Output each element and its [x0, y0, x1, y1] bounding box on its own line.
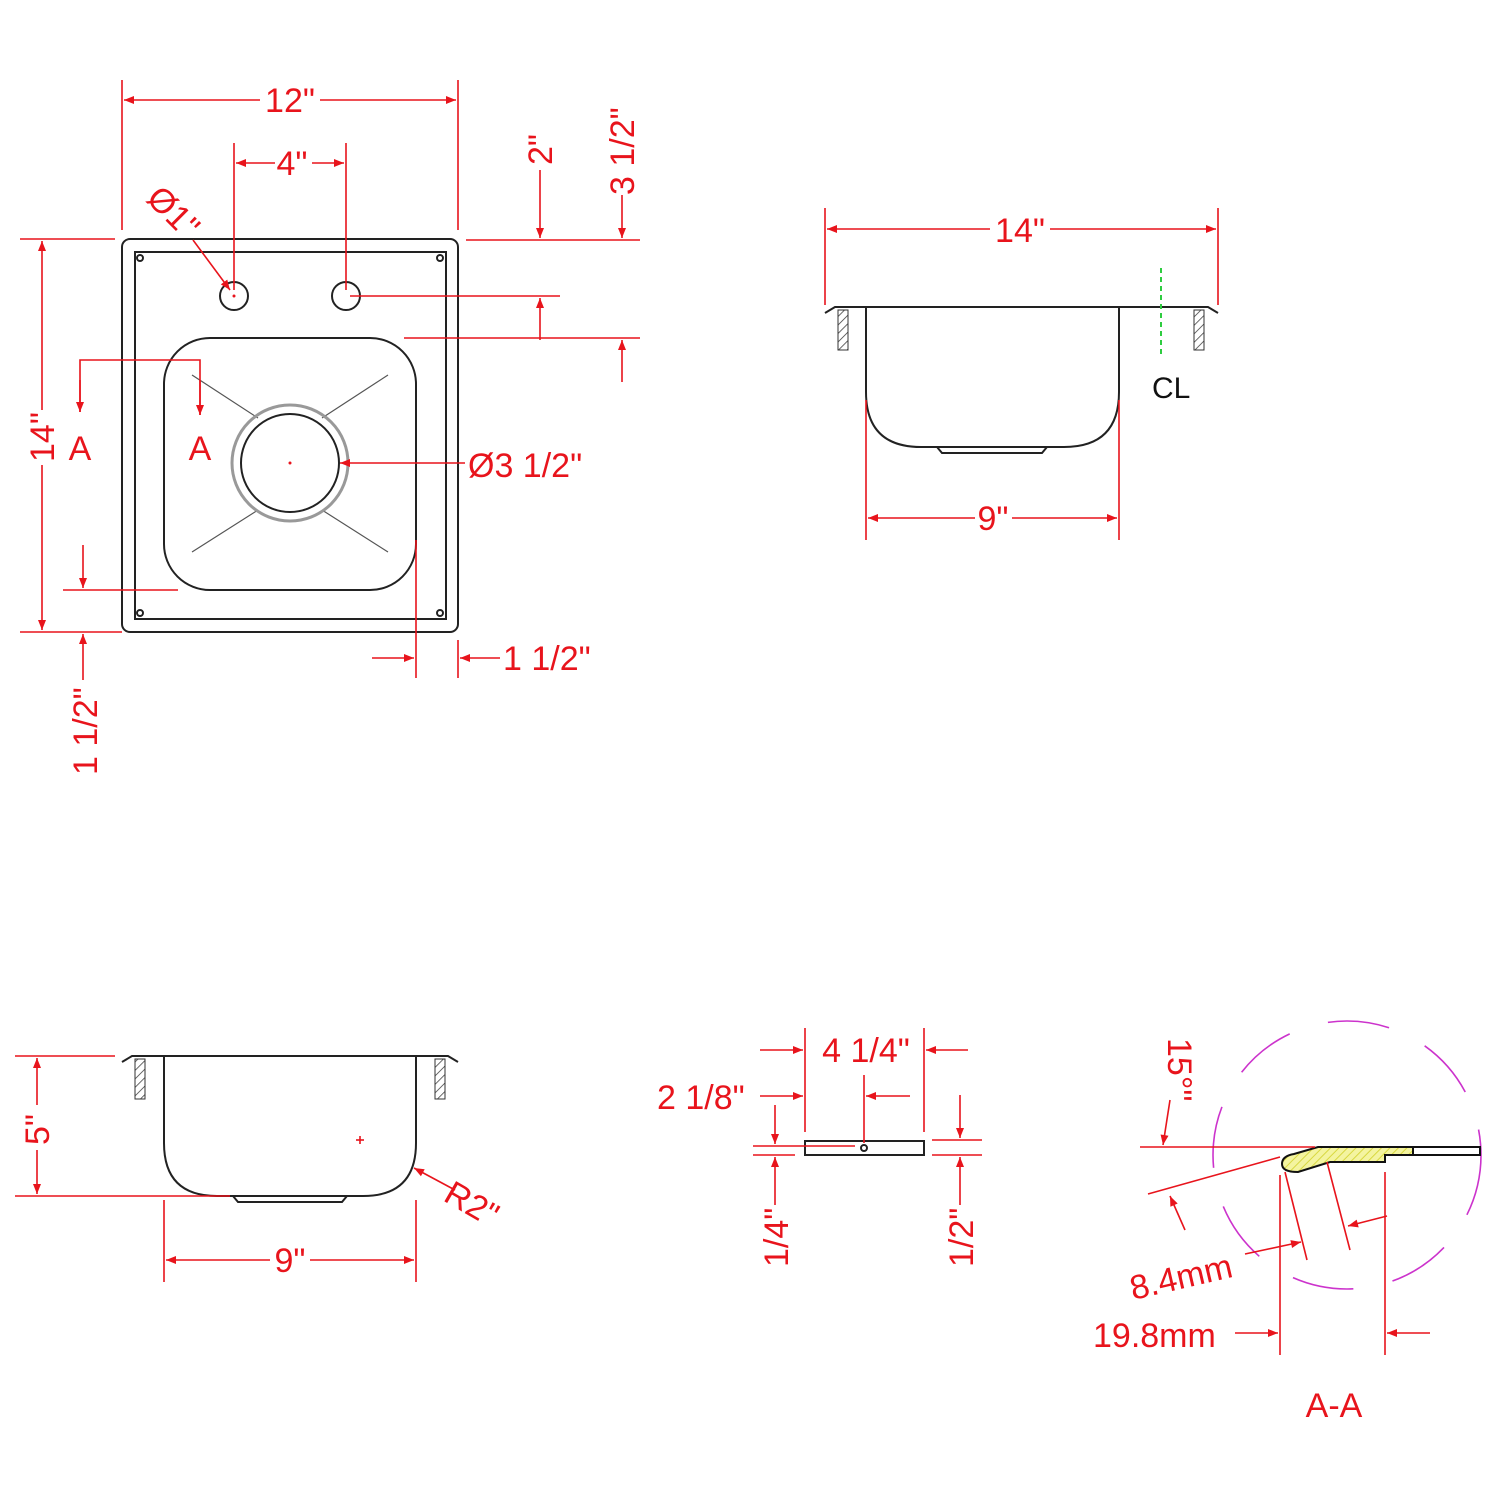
section-title: A-A [1306, 1387, 1363, 1425]
side-bowl-width-label: 9" [275, 1242, 306, 1280]
front-bowl-width-label: 9" [978, 500, 1009, 538]
radius-label: R2" [438, 1174, 505, 1235]
top-view: 12" 4" Ø1" 2" 3 1/2" 14" A A Ø3 1/2" 1 1… [20, 80, 642, 775]
front-view: CL 14" 9" [824, 208, 1219, 540]
clip-right [434, 1058, 446, 1100]
section-mark-left: A [69, 430, 92, 468]
drain-detail: 4 1/4" 2 1/8" 1/4" 1/2" [657, 1028, 982, 1267]
sink-outline [121, 238, 459, 633]
drain [936, 446, 1048, 454]
drain-opening [240, 413, 340, 513]
bowl-profile [865, 307, 1120, 448]
drain-bar [804, 1140, 925, 1156]
drain-length-label: 4 1/4" [822, 1032, 910, 1070]
clip-right [1193, 309, 1205, 351]
mounting-clips [136, 254, 444, 617]
hole-diameter-label: Ø1" [139, 179, 206, 246]
hole-offset-label: 2" [522, 134, 560, 165]
section-mark-right: A [189, 430, 212, 468]
flange-label: 19.8mm [1093, 1317, 1216, 1355]
drain-thickness-label: 1/4" [758, 1208, 796, 1267]
rim [121, 1055, 459, 1063]
bowl-outline [163, 337, 417, 591]
section-detail: 15°" 8.4mm 19.8mm A-A [1093, 1020, 1482, 1425]
bowl-offset-label: 3 1/2" [604, 107, 642, 195]
clip-left [134, 1058, 146, 1100]
length-14-label: 14" [24, 412, 62, 462]
drain-half-label: 2 1/8" [657, 1079, 745, 1117]
side-margin-label: 1 1/2" [503, 640, 591, 678]
rim [824, 306, 1219, 314]
drain-diameter-label: Ø3 1/2" [468, 447, 582, 485]
bowl-profile [163, 1056, 417, 1197]
bend-label: 8.4mm [1126, 1247, 1236, 1307]
front-width-label: 14" [995, 212, 1045, 250]
deck-section [1412, 1146, 1481, 1156]
bottom-margin-label: 1 1/2" [67, 687, 105, 775]
drain-hole [860, 1144, 868, 1152]
bowl-slope-lines [191, 374, 389, 553]
side-view: 5" R2" 9" [15, 1055, 505, 1282]
depth-label: 5" [19, 1114, 57, 1145]
drain-height-label: 1/2" [943, 1208, 981, 1267]
angle-label: 15°" [1160, 1038, 1198, 1101]
sink-inner-rim [134, 251, 447, 620]
centerline-symbol: CL [1152, 372, 1190, 405]
hole-spacing-label: 4" [277, 145, 308, 183]
drain [232, 1195, 348, 1203]
clip-left [837, 309, 849, 351]
width-12-label: 12" [265, 82, 315, 120]
